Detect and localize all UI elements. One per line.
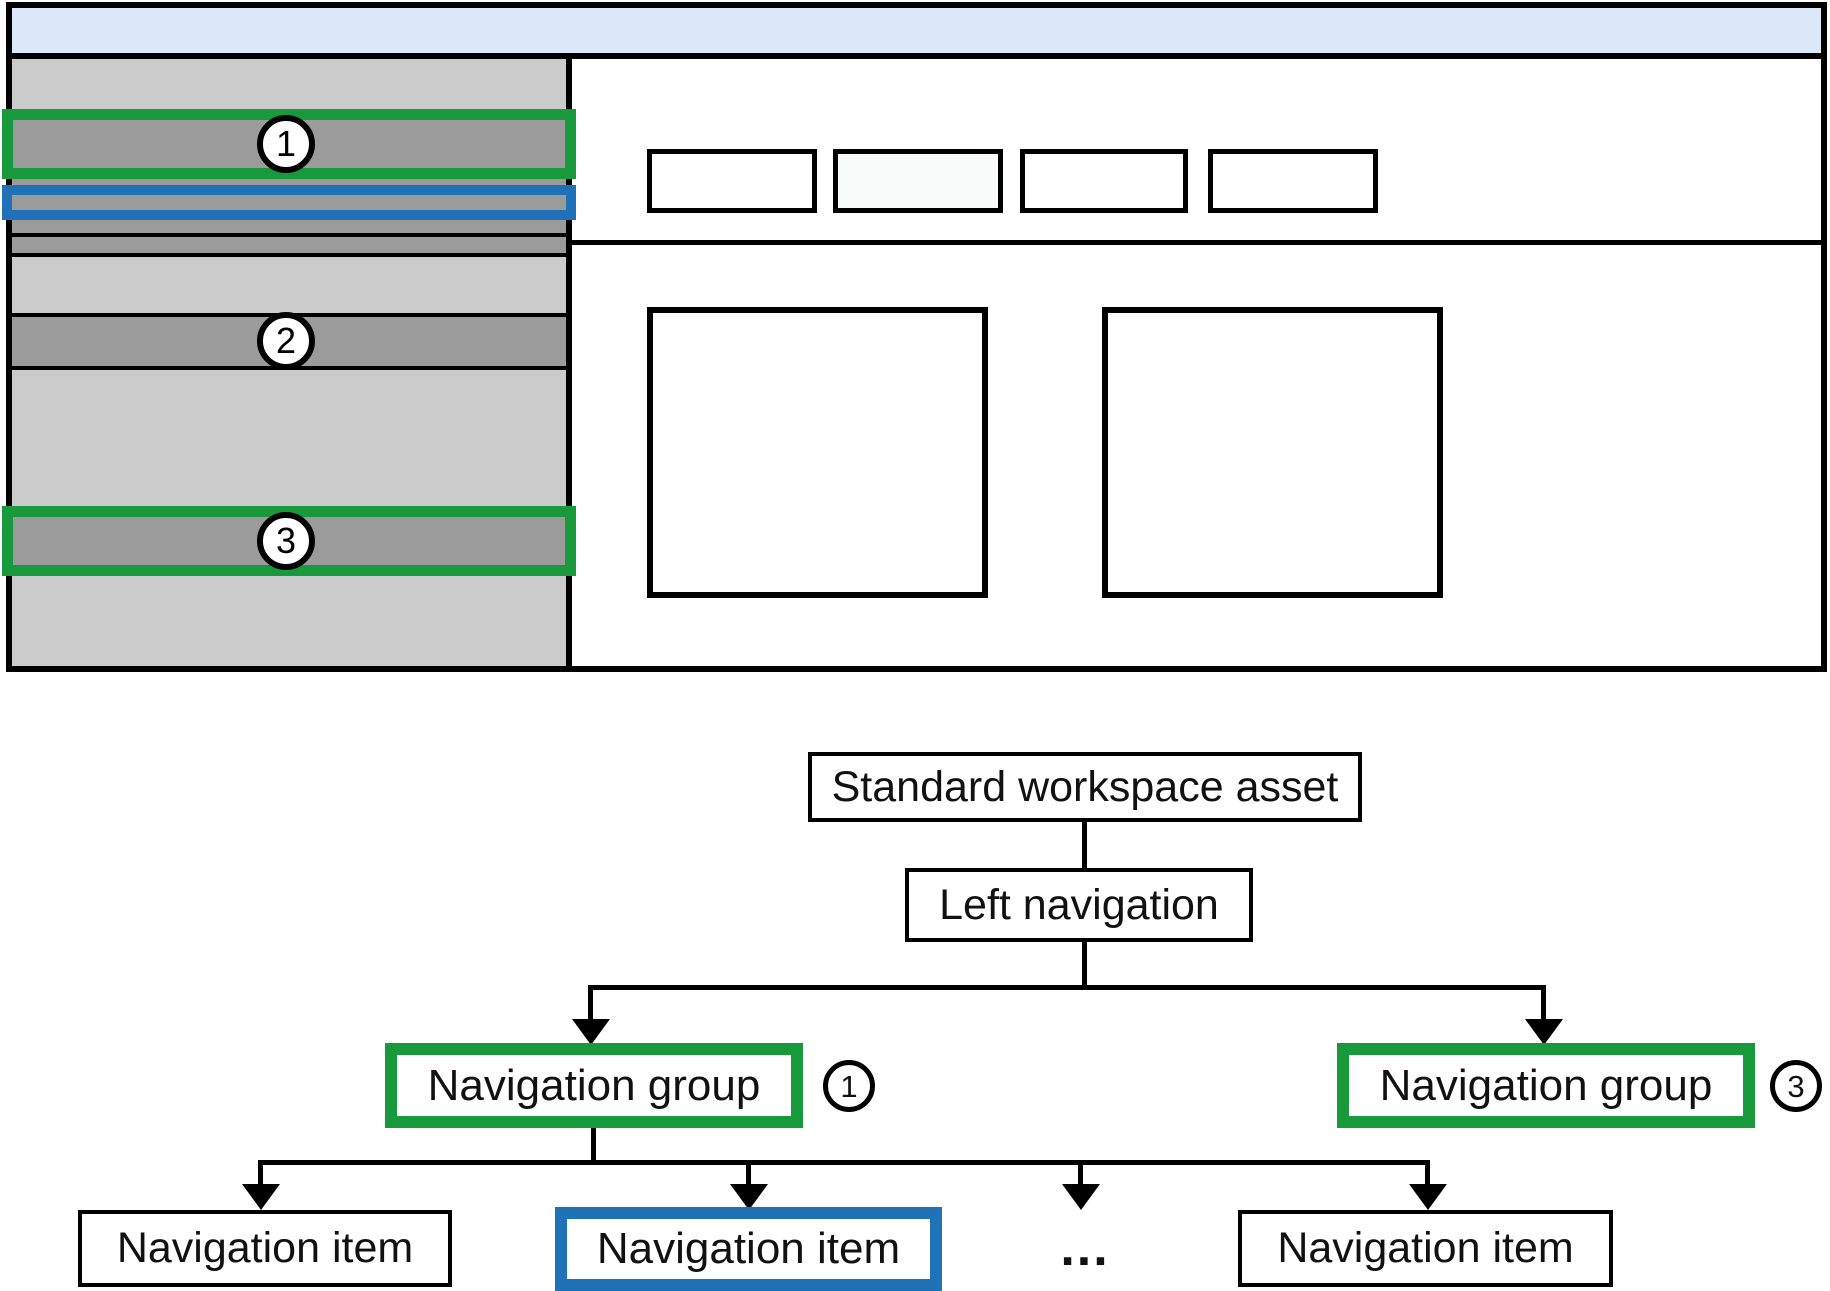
top-bar [12,8,1821,59]
connector-arrow-shaft [1541,985,1546,1023]
connector-arrow-shaft [1078,1160,1083,1188]
tree-node-root: Standard workspace asset [808,752,1362,822]
content-card-placeholder-1 [647,307,988,598]
tree-node-nav-item-1: Navigation item [78,1210,452,1287]
arrow-down-icon [242,1184,280,1210]
badge-1-number: 1 [275,123,297,164]
content-card-placeholder-2 [1102,307,1443,598]
content-tab-placeholder-3 [1020,149,1188,213]
connector-branch-level1 [588,985,1546,990]
tree-badge-3-number: 3 [1787,1068,1805,1104]
tree-node-left-navigation: Left navigation [905,868,1253,942]
selected-nav-item-highlight [2,185,576,220]
tree-node-nav-item-4: Navigation item [1238,1210,1613,1287]
badge-circle-3: 3 [257,512,315,570]
tree-badge-circle-1: 1 [823,1060,875,1112]
arrow-down-icon [730,1184,768,1210]
tree-node-nav-group-3: Navigation group [1337,1043,1755,1128]
arrow-down-icon [1409,1184,1447,1210]
tree-node-nav-item-4-label: Navigation item [1277,1224,1574,1272]
connector-group-to-branch [591,1128,596,1163]
connector-arrow-shaft [258,1160,263,1188]
tree-node-nav-group-3-label: Navigation group [1379,1060,1713,1110]
tree-node-nav-item-selected-label: Navigation item [596,1224,901,1273]
content-divider [566,240,1821,245]
nav-item-row [12,237,566,253]
tree-ellipsis: ... [1040,1222,1130,1274]
connector-arrow-shaft [746,1160,751,1188]
tree-badge-1-number: 1 [840,1068,858,1104]
arrow-down-icon [1525,1019,1563,1045]
tree-node-nav-group-1-label: Navigation group [427,1060,761,1110]
badge-circle-2: 2 [257,312,315,370]
tree-node-root-label: Standard workspace asset [831,762,1339,811]
tree-node-nav-group-1: Navigation group [385,1043,803,1128]
sidebar-divider-line [12,233,566,237]
connector-root-to-leftnav [1082,822,1087,868]
tree-node-nav-item-1-label: Navigation item [116,1224,414,1272]
sidebar-divider-line [12,253,566,257]
badge-circle-1: 1 [257,115,315,173]
connector-arrow-shaft [588,985,593,1023]
tree-node-nav-item-selected: Navigation item [555,1207,942,1291]
connector-branch-level2 [258,1160,1428,1165]
content-tab-placeholder-2 [833,149,1003,213]
badge-2-number: 2 [275,320,297,361]
content-tab-placeholder-1 [647,149,817,213]
content-tab-placeholder-4 [1208,149,1378,213]
tree-node-left-navigation-label: Left navigation [939,880,1219,929]
connector-leftnav-to-branch [1082,942,1087,988]
arrow-down-icon [572,1019,610,1045]
tree-ellipsis-text: ... [1060,1219,1110,1277]
badge-3-number: 3 [275,520,297,561]
arrow-down-icon [1062,1184,1100,1210]
tree-badge-circle-3: 3 [1770,1060,1822,1112]
connector-arrow-shaft [1425,1160,1430,1188]
